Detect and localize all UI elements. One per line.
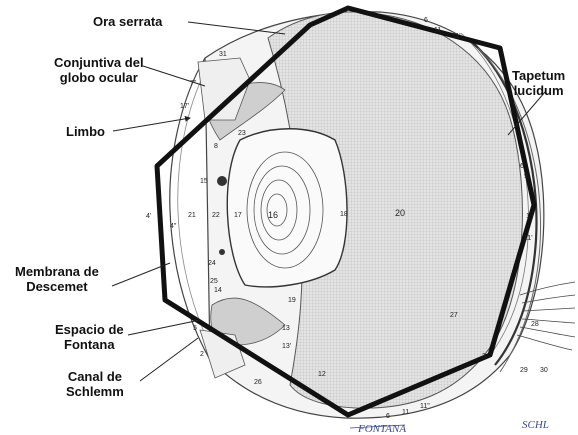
label-canal: Canal de Schlemm xyxy=(66,369,124,399)
optic-nerve xyxy=(516,281,576,351)
num-25: 25 xyxy=(210,278,218,285)
leader-lines xyxy=(111,21,546,382)
num-1: 1 xyxy=(526,213,530,220)
label-espacio-line1: Espacio de xyxy=(55,322,124,337)
conjunctiva xyxy=(197,57,251,121)
num-11pp-bot: 11" xyxy=(420,403,430,410)
handwritten-fontana: FONTANA xyxy=(357,423,406,435)
num-2: 2 xyxy=(200,351,204,358)
lens xyxy=(226,128,348,288)
num-18: 18 xyxy=(340,211,348,218)
num-17p: 17' xyxy=(180,103,189,110)
label-membrana: Membrana de Descemet xyxy=(15,264,99,294)
num-4p: 4' xyxy=(146,213,151,220)
num-13: 13 xyxy=(282,325,290,332)
num-22: 22 xyxy=(212,212,220,219)
label-tapetum-line1: Tapetum xyxy=(512,68,566,83)
num-11pp-top: 11" xyxy=(452,33,462,40)
label-ora-serrata: Ora serrata xyxy=(93,14,163,29)
num-11-bot: 11 xyxy=(402,409,409,416)
num-12: 12 xyxy=(318,371,326,378)
num-3: 3 xyxy=(482,353,486,360)
num-11-top: 11 xyxy=(434,27,441,34)
label-conjuntiva-line2: globo ocular xyxy=(59,70,138,85)
label-membrana-line2: Descemet xyxy=(26,279,88,294)
num-7pp: 7" xyxy=(190,80,197,87)
num-8: 8 xyxy=(214,143,218,150)
num-31: 31 xyxy=(219,51,227,58)
num-23: 23 xyxy=(238,130,246,137)
label-tapetum: Tapetum lucidum xyxy=(512,68,565,98)
num-6a: 6 xyxy=(520,163,524,170)
retina-layers xyxy=(469,39,538,366)
label-espacio-line2: Fontana xyxy=(64,337,115,352)
num-26: 26 xyxy=(254,379,262,386)
num-14: 14 xyxy=(214,287,222,294)
num-4pp: 4" xyxy=(170,223,177,230)
highlight-polygon xyxy=(154,5,537,418)
iris-mark xyxy=(217,176,227,186)
num-6-top: 6 xyxy=(424,17,428,24)
num-20: 20 xyxy=(395,208,405,218)
label-limbo: Limbo xyxy=(66,124,105,139)
label-tapetum-line2: lucidum xyxy=(513,83,564,98)
num-21: 21 xyxy=(188,212,196,219)
num-15: 15 xyxy=(200,178,208,185)
num-6-bot: 6 xyxy=(386,413,390,420)
num-11p: 11' xyxy=(524,235,533,242)
num-16: 16 xyxy=(268,210,278,220)
num-19: 19 xyxy=(288,297,296,304)
num-27: 27 xyxy=(450,312,458,319)
label-conjuntiva-line1: Conjuntiva del xyxy=(54,55,144,70)
label-espacio: Espacio de Fontana xyxy=(55,322,124,352)
num-17: 17 xyxy=(234,212,242,219)
label-membrana-line1: Membrana de xyxy=(15,264,99,279)
num-29: 29 xyxy=(520,367,528,374)
num-9: 9 xyxy=(524,173,528,180)
label-canal-line2: Schlemm xyxy=(66,384,124,399)
label-conjuntiva: Conjuntiva del globo ocular xyxy=(54,55,144,85)
num-13p: 13' xyxy=(282,343,291,350)
structure-numbers: 31 7" 17' 23 8 15 4' 4" 21 22 17 16 18 2… xyxy=(146,17,548,420)
num-30: 30 xyxy=(540,367,548,374)
num-5: 5 xyxy=(193,325,197,332)
handwritten-schl: SCHL xyxy=(522,419,549,431)
label-canal-line1: Canal de xyxy=(67,369,122,384)
num-28: 28 xyxy=(531,321,539,328)
num-24: 24 xyxy=(208,260,216,267)
